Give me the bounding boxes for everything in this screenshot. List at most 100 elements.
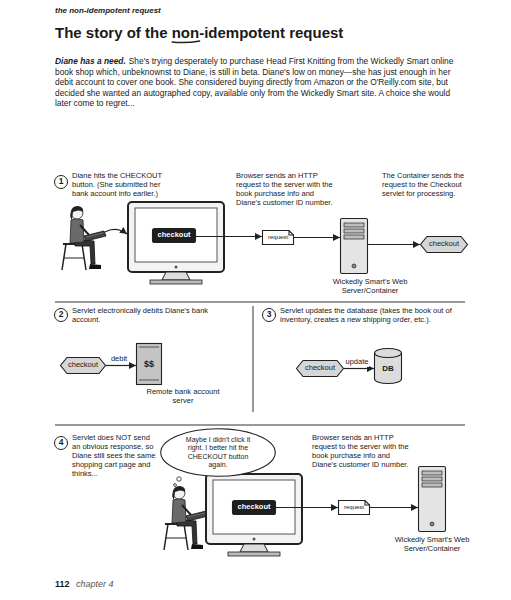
- text-wrap: checkout: [238, 503, 271, 512]
- node-text: checkout: [305, 364, 335, 373]
- drawing-part: [164, 486, 208, 550]
- servlet-hexagon: checkout: [296, 360, 344, 377]
- node-text: DB: [382, 364, 394, 373]
- text-wrap: checkout: [429, 240, 459, 249]
- step-note: Servlet updates the database (takes the …: [280, 306, 462, 324]
- server-box: [137, 344, 162, 385]
- database-cylinder: DB: [374, 348, 402, 384]
- node-text: checkout: [238, 503, 271, 512]
- servlet-hexagon: checkout: [60, 357, 106, 374]
- callout-number: 1: [54, 175, 68, 189]
- server-tower: Wickedly Smart's Web Server/Container: [418, 466, 446, 532]
- text-wrap: request: [268, 234, 288, 241]
- diane-figure: [164, 486, 208, 550]
- drive-bay: [344, 229, 364, 233]
- diane-figure: [62, 206, 106, 270]
- step-note: Browser sends an HTTP request to the ser…: [312, 433, 410, 469]
- edge-label: debit: [110, 355, 128, 363]
- servlet-hexagon: checkout: [420, 236, 468, 253]
- paper-fold: [289, 231, 294, 236]
- power-light: [430, 522, 434, 526]
- thought-dot: [177, 477, 181, 481]
- hexagon: [421, 237, 468, 253]
- hexagon: [61, 358, 106, 374]
- text-wrap: $$: [144, 359, 154, 369]
- power-light: [352, 264, 356, 268]
- drive-bay: [422, 471, 442, 475]
- intro-paragraph: Diane has a need.She's trying desperatel…: [55, 56, 459, 109]
- node-text: checkout: [429, 240, 459, 249]
- node-text: checkout: [158, 231, 191, 240]
- step-note: The Container sends the request to the C…: [382, 171, 472, 198]
- step-note: Servlet electronically debits Diane's ba…: [72, 306, 222, 324]
- running-head: the non-idempotent request: [55, 6, 275, 16]
- drive-bay: [422, 483, 442, 487]
- flow-arrow: [276, 507, 338, 508]
- node-text: request: [268, 234, 288, 241]
- drawing-part: [128, 202, 224, 284]
- bank-server: $$Remote bank account server: [136, 343, 162, 385]
- monitor-figure: [206, 474, 302, 556]
- drawing-part: [206, 474, 302, 556]
- cylinder-body: [375, 349, 402, 384]
- intro-lead: Diane has a need.: [55, 56, 126, 66]
- request-note: request: [262, 230, 294, 245]
- tower-outline: [340, 218, 368, 274]
- paper-fold: [365, 501, 370, 506]
- text-wrap: checkout: [68, 361, 98, 370]
- node-caption: Wickedly Smart's Web Server/Container: [314, 277, 426, 295]
- monitor-figure: [128, 202, 224, 284]
- text-wrap: checkout: [305, 364, 335, 373]
- cylinder-rim: [375, 353, 402, 358]
- button-face: [153, 229, 196, 243]
- node-text: Maybe I didn't click it right. I better …: [178, 436, 258, 468]
- tower-outline: [418, 466, 446, 532]
- node-caption: Remote bank account server: [146, 387, 220, 405]
- callout-number: 3: [262, 308, 276, 322]
- button-face: [233, 501, 276, 515]
- text-wrap: Maybe I didn't click it right. I better …: [178, 436, 258, 468]
- flow-arrow: [294, 237, 340, 238]
- bubble-outline: [161, 429, 276, 477]
- thought-bubble: Maybe I didn't click it right. I better …: [160, 428, 276, 477]
- click-arrow: [105, 229, 127, 234]
- edge-label: update: [345, 358, 370, 366]
- hexagon: [297, 361, 344, 377]
- drawing-part: [62, 206, 106, 270]
- separator-line: [55, 302, 465, 303]
- callout-number: 2: [54, 308, 68, 322]
- chapter-label: chapter 4: [76, 579, 114, 590]
- flow-arrow: [196, 236, 262, 237]
- flow-arrow: [344, 368, 374, 369]
- checkout-button: checkout: [152, 228, 196, 243]
- checkout-button: checkout: [232, 500, 276, 515]
- flow-arrow: [368, 244, 420, 245]
- request-note: request: [338, 500, 370, 515]
- page-title: The story of the non-idempotent request: [55, 24, 343, 42]
- separator-line: [253, 306, 254, 412]
- node-text: $$: [144, 359, 154, 369]
- text-wrap: request: [344, 504, 364, 511]
- separator-line: [55, 425, 465, 426]
- node-caption: Wickedly Smart's Web Server/Container: [382, 535, 482, 553]
- drive-bay: [422, 477, 442, 481]
- underline-stroke: [172, 41, 201, 43]
- server-tower: Wickedly Smart's Web Server/Container: [340, 218, 368, 274]
- flow-arrow: [370, 507, 418, 508]
- node-text: request: [344, 504, 364, 511]
- flow-arrow: [106, 365, 136, 366]
- vent-line: [139, 380, 159, 381]
- text-wrap: checkout: [158, 231, 191, 240]
- drive-bay: [344, 223, 364, 227]
- step-note: Servlet does NOT send an obvious respons…: [72, 433, 156, 478]
- paper-sheet: [339, 501, 370, 515]
- step-note: Browser sends an HTTP request to the ser…: [236, 171, 340, 207]
- node-text: checkout: [68, 361, 98, 370]
- step-note: Diane hits the CHECKOUT button. (She sub…: [72, 171, 172, 198]
- page-number: 112: [55, 579, 70, 590]
- thought-dot: [174, 484, 177, 487]
- tower-case: [341, 219, 368, 274]
- tower-case: [419, 467, 446, 532]
- callout-number: 4: [54, 436, 68, 450]
